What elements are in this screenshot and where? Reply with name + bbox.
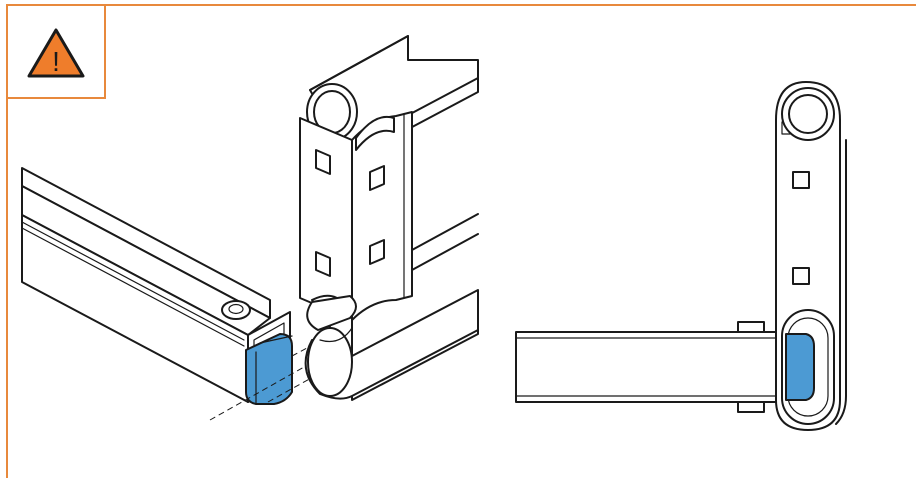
perspective-view xyxy=(21,35,479,421)
bracket-slot-holes xyxy=(315,149,385,277)
vertical-bracket xyxy=(775,81,847,431)
clip-bracket xyxy=(299,111,413,321)
end-view-slot-holes xyxy=(792,171,810,285)
warning-symbol: ! xyxy=(52,46,60,77)
round-tube-lower xyxy=(304,213,479,401)
blue-insert xyxy=(245,333,293,405)
end-view xyxy=(515,81,847,431)
hex-screw-head xyxy=(221,300,251,320)
end-view-oval-opening xyxy=(781,309,835,425)
square-tube xyxy=(21,167,293,405)
end-view-blue-insert xyxy=(785,333,815,401)
round-tube-section xyxy=(781,87,835,141)
warning-box: ! xyxy=(6,4,106,99)
warning-triangle-icon: ! xyxy=(27,28,85,78)
horizontal-tube xyxy=(515,321,787,413)
